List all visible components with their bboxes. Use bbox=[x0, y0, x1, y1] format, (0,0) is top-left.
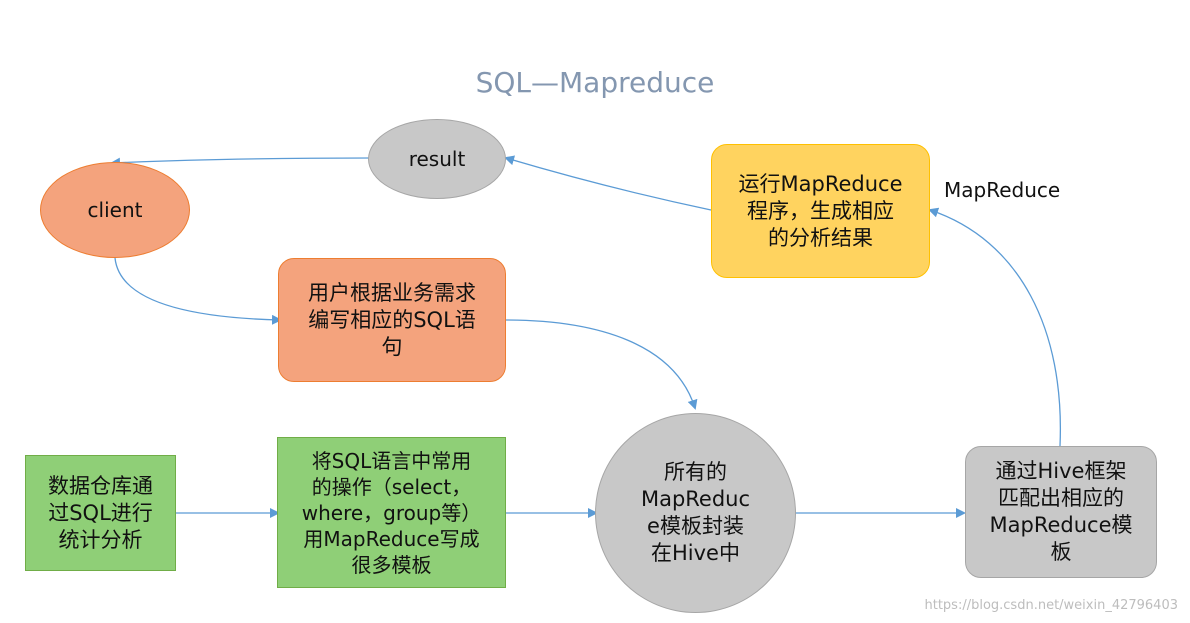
templates-line-4: 用MapReduce写成 bbox=[303, 526, 480, 551]
user-sql-line-3: 句 bbox=[381, 334, 403, 359]
templates-line-2: 的操作（select， bbox=[311, 474, 472, 499]
match-template-node: 通过Hive框架 匹配出相应的 MapReduce模 板 bbox=[965, 446, 1157, 578]
arrow-result-to-client bbox=[110, 157, 371, 168]
user-sql-node: 用户根据业务需求 编写相应的SQL语 句 bbox=[278, 258, 506, 382]
arrow-client-to-user-sql bbox=[114, 257, 282, 325]
result-node: result bbox=[368, 119, 506, 199]
client-node: client bbox=[40, 162, 190, 258]
run-line-3: 的分析结果 bbox=[768, 225, 873, 250]
templates-line-3: where，group等） bbox=[301, 500, 482, 525]
run-line-2: 程序，生成相应 bbox=[747, 198, 894, 223]
match-line-3: MapReduce模 bbox=[989, 513, 1133, 537]
warehouse-line-3: 统计分析 bbox=[58, 527, 143, 552]
templates-line-1: 将SQL语言中常用 bbox=[311, 448, 472, 473]
mapreduce-edge-label: MapReduce bbox=[944, 178, 1061, 202]
arrow-match-to-run bbox=[928, 207, 1062, 447]
data-warehouse-node: 数据仓库通 过SQL进行 统计分析 bbox=[25, 455, 176, 571]
hive-templates-node: 所有的 MapReduc e模板封装 在Hive中 bbox=[595, 413, 796, 613]
match-line-2: 匹配出相应的 bbox=[998, 486, 1124, 510]
user-sql-line-2: 编写相应的SQL语 bbox=[308, 307, 476, 332]
templates-line-5: 很多模板 bbox=[351, 552, 432, 577]
match-line-1: 通过Hive框架 bbox=[995, 459, 1127, 483]
templates-node: 将SQL语言中常用 的操作（select， where，group等） 用Map… bbox=[277, 437, 506, 588]
watermark-text: https://blog.csdn.net/weixin_42796403 bbox=[924, 598, 1178, 613]
result-label: result bbox=[408, 146, 466, 171]
hive-line-2: MapReduc bbox=[640, 487, 751, 511]
warehouse-line-2: 过SQL进行 bbox=[48, 500, 153, 525]
hive-line-1: 所有的 bbox=[663, 460, 727, 484]
hive-line-3: e模板封装 bbox=[647, 514, 744, 538]
run-mapreduce-node: 运行MapReduce 程序，生成相应 的分析结果 bbox=[711, 144, 930, 278]
arrow-run-to-result bbox=[504, 155, 712, 211]
client-label: client bbox=[87, 197, 143, 222]
match-line-4: 板 bbox=[1050, 540, 1072, 564]
user-sql-line-1: 用户根据业务需求 bbox=[308, 280, 476, 305]
run-line-1: 运行MapReduce bbox=[738, 171, 903, 196]
hive-line-4: 在Hive中 bbox=[651, 541, 740, 565]
diagram-title: SQL—Mapreduce bbox=[475, 66, 715, 99]
warehouse-line-1: 数据仓库通 bbox=[48, 473, 153, 498]
arrow-user-sql-to-hive bbox=[504, 319, 698, 410]
